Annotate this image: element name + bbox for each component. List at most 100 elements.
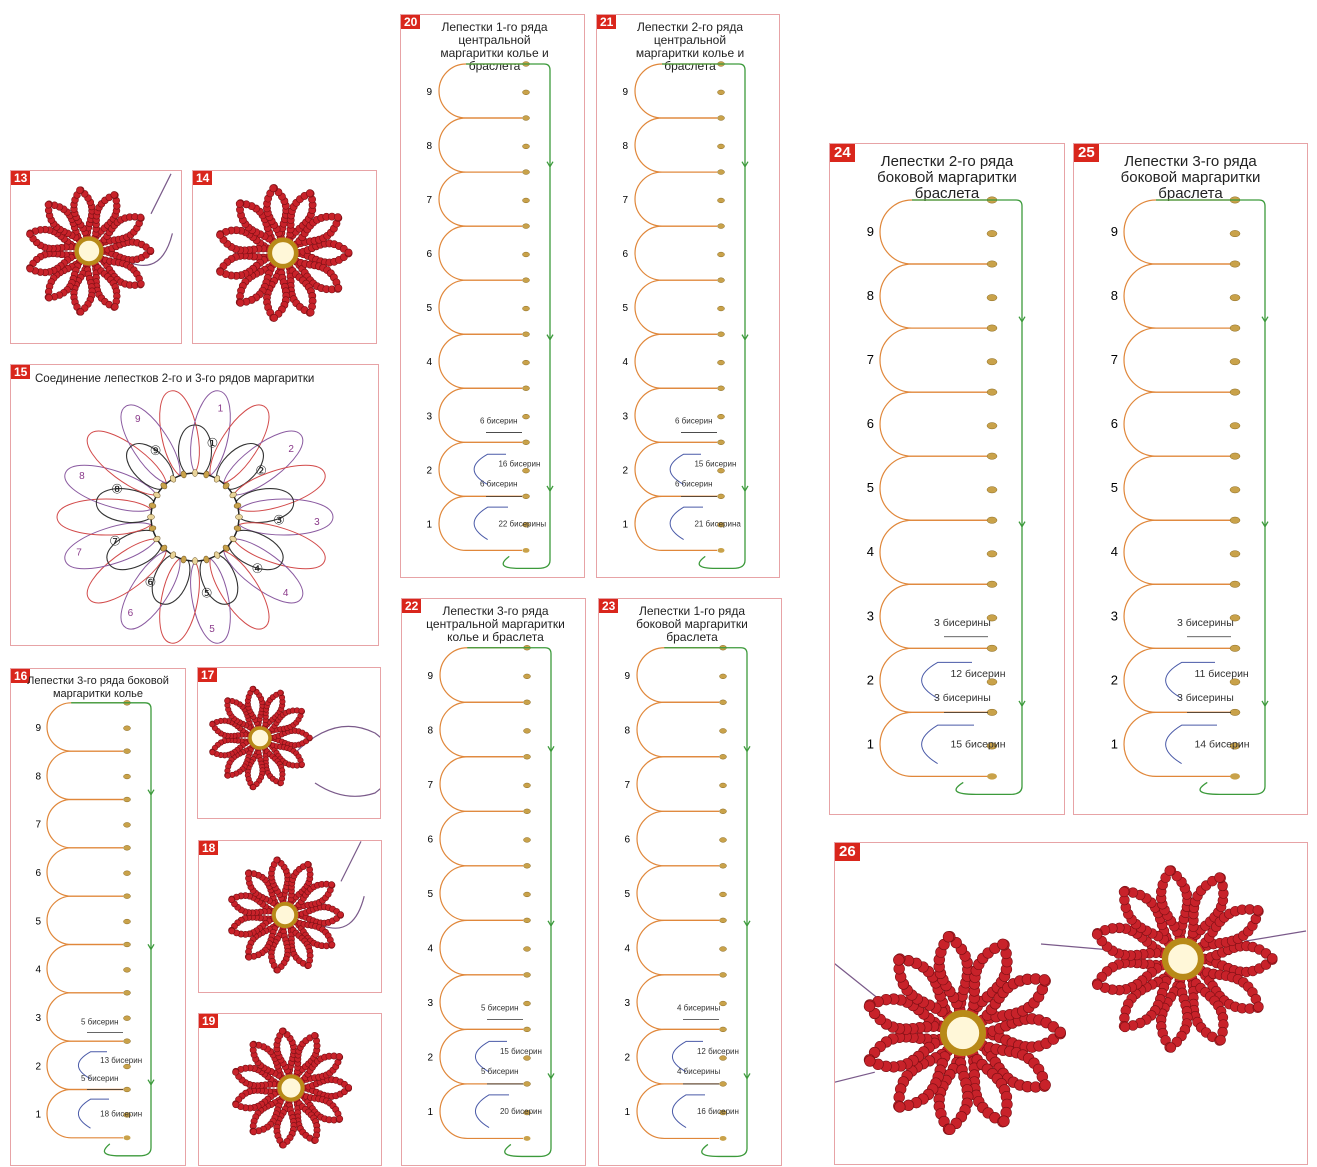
panel-number: 17 bbox=[198, 668, 218, 682]
petal-loop bbox=[879, 263, 988, 329]
bead-flow-arrow bbox=[77, 1098, 109, 1129]
row-number: 2 bbox=[622, 465, 628, 476]
outer-petal-number: 5 bbox=[209, 624, 215, 635]
bead-flow-arrow bbox=[473, 453, 506, 485]
bead bbox=[523, 1026, 531, 1033]
bead-count-label: 22 бисерины bbox=[498, 519, 546, 528]
center-bead bbox=[235, 514, 243, 520]
petal-bead bbox=[335, 1053, 343, 1061]
bead-count-label: 3 бисерины bbox=[1177, 692, 1234, 704]
center-bead bbox=[233, 502, 242, 509]
petal-loop bbox=[438, 279, 522, 335]
petal-loop bbox=[438, 63, 522, 119]
bead bbox=[1229, 742, 1241, 750]
row-number: 1 bbox=[622, 519, 628, 530]
petal-bead bbox=[328, 941, 336, 949]
bead bbox=[986, 644, 998, 652]
row-number: 6 bbox=[427, 835, 433, 846]
inner-petal bbox=[95, 488, 157, 523]
petal-loop bbox=[439, 810, 523, 867]
bead bbox=[719, 782, 727, 789]
row-number: 5 bbox=[426, 303, 432, 314]
petal-bead bbox=[944, 1123, 956, 1136]
petal-loop bbox=[46, 943, 123, 994]
petal-loop bbox=[438, 117, 522, 173]
bead-flow-arrow bbox=[473, 506, 508, 541]
bead bbox=[1229, 388, 1241, 396]
inner-petal-number: ③ bbox=[273, 514, 285, 529]
bead bbox=[123, 1038, 131, 1044]
bead bbox=[123, 1015, 131, 1021]
row-number: 2 bbox=[867, 672, 874, 687]
thread-arrow bbox=[741, 161, 749, 168]
outer-petal bbox=[120, 549, 181, 630]
inner-petal bbox=[199, 553, 239, 605]
row-number: 2 bbox=[427, 1053, 433, 1064]
petal-bead bbox=[1267, 953, 1278, 964]
bead bbox=[522, 251, 530, 258]
row-number: 1 bbox=[35, 1110, 41, 1121]
bead bbox=[123, 1063, 131, 1070]
thread-arrow bbox=[743, 920, 751, 928]
bead-count-label: 16 бисерин bbox=[697, 1107, 739, 1116]
bead-count-label: 18 бисерин bbox=[100, 1110, 142, 1119]
bead bbox=[523, 1000, 531, 1007]
bead-count-label: 4 бисерины bbox=[677, 1003, 721, 1012]
petal-loop bbox=[46, 992, 123, 1042]
bead bbox=[123, 918, 131, 925]
bead bbox=[523, 891, 531, 898]
bead-count-label: 21 бисерина bbox=[694, 519, 741, 528]
bead bbox=[522, 439, 530, 445]
petal-loop bbox=[879, 455, 988, 521]
wire-thread bbox=[1040, 930, 1307, 951]
row-number: 4 bbox=[1111, 544, 1118, 559]
bead-flow-arrow bbox=[671, 1040, 703, 1073]
petal-bead bbox=[228, 927, 236, 935]
bead bbox=[717, 468, 725, 474]
bead bbox=[1229, 324, 1241, 332]
bead-count-label: 12 бисерин bbox=[950, 668, 1005, 680]
bead bbox=[986, 742, 998, 750]
photo-panel-13: 13 bbox=[10, 170, 182, 344]
bead bbox=[123, 822, 131, 828]
row-number: 6 bbox=[1111, 416, 1118, 431]
petal-loop bbox=[439, 647, 523, 703]
row-number: 8 bbox=[1111, 288, 1118, 303]
bead bbox=[719, 1081, 727, 1087]
bead bbox=[523, 1081, 531, 1087]
row-number: 3 bbox=[622, 411, 628, 422]
bead-count-label: 6 бисерин bbox=[675, 480, 713, 489]
petal-bead bbox=[26, 230, 34, 238]
bead bbox=[123, 990, 131, 996]
row-number: 1 bbox=[427, 1107, 433, 1118]
bead bbox=[1229, 452, 1241, 460]
row-number: 8 bbox=[426, 141, 432, 152]
petal-bead bbox=[1118, 886, 1130, 898]
petal-loop bbox=[879, 199, 988, 265]
bead bbox=[1230, 773, 1240, 780]
row-number: 3 bbox=[35, 1013, 41, 1024]
thread-arrow bbox=[741, 485, 749, 493]
petal-bead bbox=[44, 201, 53, 209]
bead bbox=[522, 115, 530, 121]
flower-center bbox=[271, 901, 299, 929]
petal-bead bbox=[232, 1068, 240, 1076]
bead bbox=[1229, 358, 1241, 366]
bead-count-label: 6 бисерин bbox=[675, 416, 713, 425]
beaded-flower-photo bbox=[835, 930, 1066, 1136]
row-number: 6 bbox=[622, 249, 628, 260]
inner-petal bbox=[151, 553, 191, 605]
bead bbox=[717, 277, 725, 283]
bead bbox=[717, 251, 725, 258]
bead bbox=[717, 413, 725, 420]
petal-bead bbox=[1253, 1001, 1264, 1013]
bead-count-label: 20 бисерин bbox=[500, 1107, 542, 1116]
row-number: 8 bbox=[624, 726, 630, 737]
thread-arrow bbox=[1018, 316, 1026, 323]
thread-arrow bbox=[1261, 316, 1269, 323]
row-number: 7 bbox=[624, 780, 630, 791]
center-bead bbox=[160, 544, 168, 552]
petal-bead bbox=[250, 784, 257, 791]
thread-arrow bbox=[147, 789, 155, 796]
